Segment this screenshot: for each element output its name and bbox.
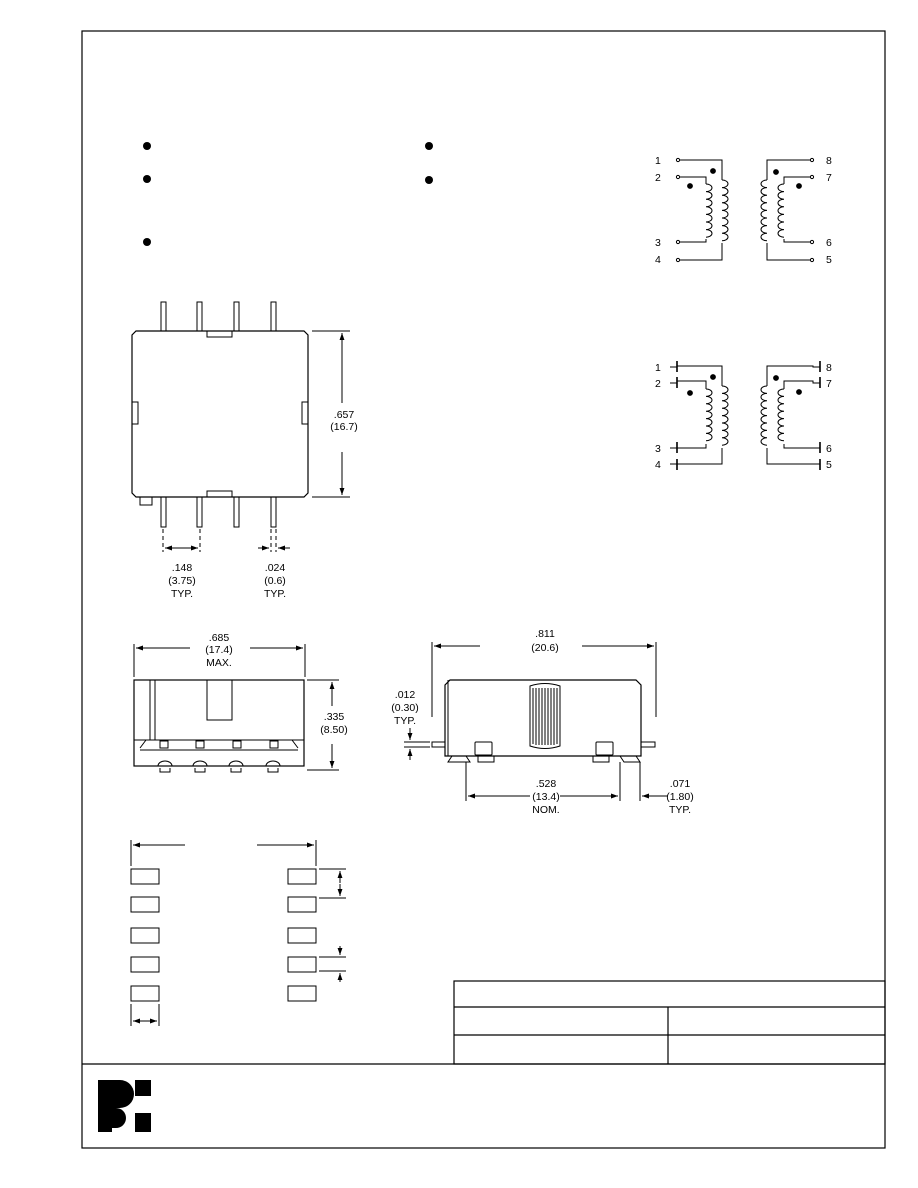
pad	[287, 927, 317, 944]
dim-lead-note: TYP.	[264, 588, 286, 600]
winding-coil	[721, 385, 729, 446]
pin-label: 1	[655, 362, 661, 374]
dim-span-note: NOM.	[532, 804, 559, 816]
pin-label: 7	[826, 172, 832, 184]
winding-coil	[760, 385, 768, 446]
pin-label: 3	[655, 237, 661, 249]
pad	[287, 985, 317, 1002]
winding-coil	[760, 179, 768, 242]
dim-width-in: .685	[209, 632, 230, 644]
bullet	[143, 238, 151, 246]
feature-bullets	[143, 142, 433, 246]
side-view	[404, 642, 668, 801]
pin-label: 7	[826, 378, 832, 390]
pin-label: 8	[826, 362, 832, 374]
winding-coil	[777, 183, 785, 238]
bullet	[143, 142, 151, 150]
pad	[287, 956, 317, 973]
dim-front-height-in: .335	[324, 711, 345, 723]
title-block	[82, 980, 886, 1065]
pin-label: 6	[826, 443, 832, 455]
dim-pitch-mm: (3.75)	[168, 575, 195, 587]
winding-coil	[705, 183, 713, 238]
winding-coil	[777, 388, 785, 442]
pad	[130, 896, 160, 913]
pin-label: 5	[826, 459, 832, 471]
pad	[130, 985, 160, 1002]
dim-front-height-mm: (8.50)	[320, 724, 347, 736]
pad	[287, 868, 317, 885]
pin-label: 4	[655, 459, 661, 471]
dim-lead-in: .024	[265, 562, 286, 574]
dim-foot-in: .071	[670, 778, 691, 790]
pad	[130, 868, 160, 885]
schematic-bottom: 1 2 3 4 8 7 6 5	[655, 361, 832, 471]
dim-height-mm: (16.7)	[330, 421, 357, 433]
dim-length-mm: (20.6)	[531, 642, 558, 654]
top-view	[131, 301, 350, 552]
dim-length-in: .811	[535, 628, 555, 640]
front-view	[133, 644, 339, 773]
schematic-top: 1 2 3 4 8 7 6 5	[655, 155, 832, 266]
pad	[130, 956, 160, 973]
pad-layout	[130, 840, 346, 1026]
dim-span-in: .528	[536, 778, 557, 790]
sheet-border	[81, 30, 886, 1149]
dim-width-note: MAX.	[206, 657, 232, 669]
dim-width-mm: (17.4)	[205, 644, 232, 656]
dim-foot-note: TYP.	[669, 804, 691, 816]
pin-label: 3	[655, 443, 661, 455]
pin-label: 6	[826, 237, 832, 249]
dim-pitch-in: .148	[172, 562, 193, 574]
company-logo	[98, 1080, 151, 1132]
dim-span-mm: (13.4)	[532, 791, 559, 803]
dim-thick-in: .012	[395, 689, 416, 701]
pin-label: 4	[655, 254, 661, 266]
pin-label: 5	[826, 254, 832, 266]
dim-foot-mm: (1.80)	[666, 791, 693, 803]
dim-pitch-note: TYP.	[171, 588, 193, 600]
pin-label: 2	[655, 378, 661, 390]
pin-label: 2	[655, 172, 661, 184]
winding-coil	[705, 388, 713, 442]
dim-lead-mm: (0.6)	[264, 575, 286, 587]
pin-label: 1	[655, 155, 661, 167]
dim-height-in: .657	[334, 409, 355, 421]
bullet	[425, 176, 433, 184]
bullet	[143, 175, 151, 183]
pad	[130, 927, 160, 944]
bullet	[425, 142, 433, 150]
pad	[287, 896, 317, 913]
dim-thick-note: TYP.	[394, 715, 416, 727]
dim-thick-mm: (0.30)	[391, 702, 418, 714]
pin-label: 8	[826, 155, 832, 167]
winding-coil	[721, 179, 729, 242]
